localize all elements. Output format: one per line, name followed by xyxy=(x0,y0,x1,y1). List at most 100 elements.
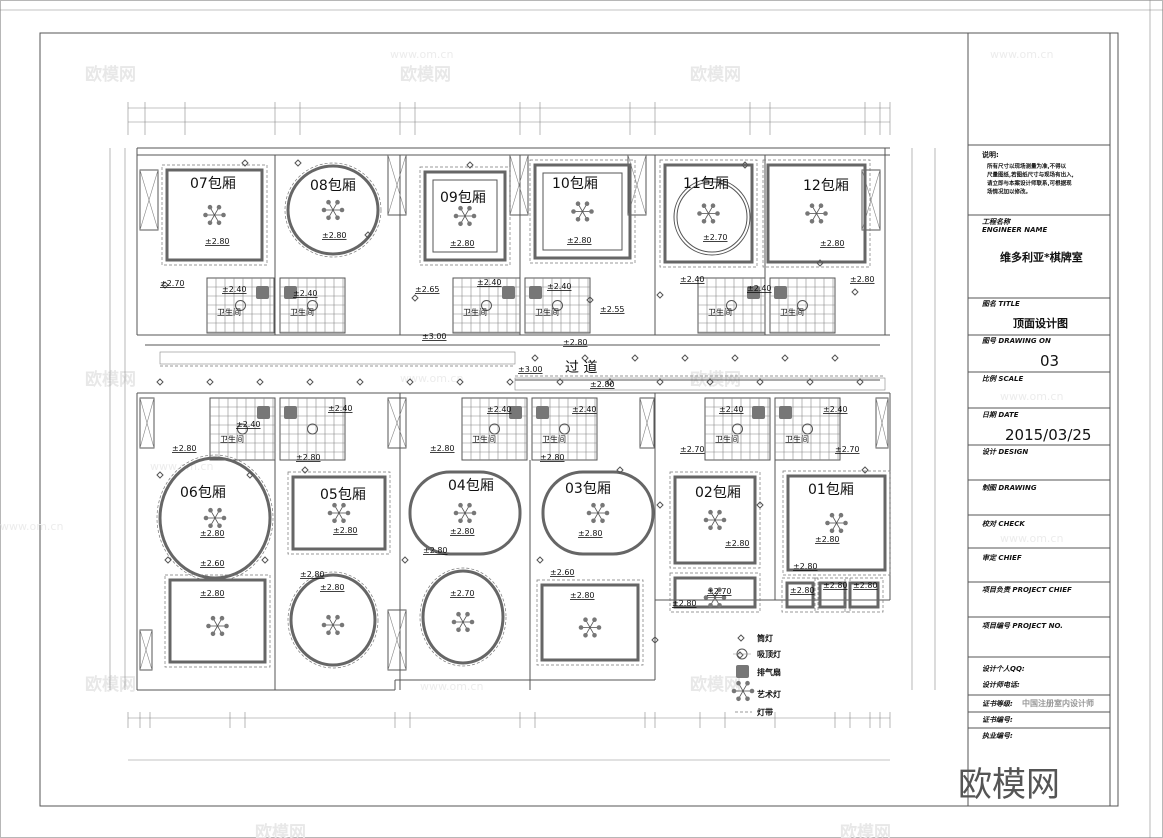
downlight-icon xyxy=(156,471,164,479)
downlight-shape xyxy=(294,159,302,167)
watermark-logo: 欧模网 xyxy=(690,674,741,695)
exhaust-fan-icon xyxy=(502,286,515,299)
qq-label: 设计个人QQ: xyxy=(982,664,1025,673)
downlight-shape xyxy=(161,281,169,289)
ceiling-outline xyxy=(541,470,655,556)
downlight-shape xyxy=(631,354,639,362)
downlight-shape xyxy=(256,378,264,386)
bathroom-label: 卫生间 xyxy=(780,307,804,317)
art-lamp-bulb xyxy=(823,211,828,216)
inner-ceiling xyxy=(542,172,623,251)
watermark-logo: 欧模网 xyxy=(255,822,306,838)
art-lamp-bulb xyxy=(206,623,211,629)
art-lamp-bulb xyxy=(216,204,222,210)
shaft xyxy=(639,397,655,449)
shaft-box xyxy=(139,397,155,449)
art-lamp-bulb xyxy=(584,201,590,207)
art-lamp-bulb xyxy=(341,502,346,508)
room-label: 01包厢 xyxy=(808,482,854,498)
art-lamp-bulb xyxy=(578,625,584,630)
ceiling-outline xyxy=(165,168,264,262)
art-lamp-bulb xyxy=(710,203,716,209)
downlight-icon xyxy=(556,378,564,386)
elevation-mark: ±2.40 xyxy=(293,289,318,298)
downlight-icon xyxy=(261,556,269,564)
shaft-cross xyxy=(509,154,529,216)
downlight-shape xyxy=(736,651,744,659)
downlight-icon xyxy=(531,354,539,362)
elevation-mark: ±2.40 xyxy=(680,275,705,284)
private-room: 05包厢±2.80 xyxy=(287,471,391,555)
art-lamp-bulb xyxy=(586,510,592,516)
elevation-mark: ±2.55 xyxy=(600,305,625,314)
shaft-box xyxy=(875,397,889,449)
bathroom-label: 卫生间 xyxy=(220,434,244,444)
watermark-url: www.om.cn xyxy=(420,680,483,693)
art-lamp-bulb xyxy=(458,518,463,524)
room-elevation: ±2.80 xyxy=(815,535,840,544)
notes-line: 尺量图纸,若图纸尺寸与现场有出入, xyxy=(987,171,1074,179)
art-lamp-bulb xyxy=(453,213,459,219)
bathroom-label: 卫生间 xyxy=(708,307,732,317)
exhaust-fan-icon xyxy=(257,406,270,419)
downlight-icon xyxy=(356,378,364,386)
art-lamp-bulb xyxy=(717,525,722,531)
art-lamp-bulb xyxy=(467,502,472,508)
downlight-icon xyxy=(861,466,869,474)
ceiling-light-icon xyxy=(552,300,563,311)
private-room: 01包厢 ±2.80 xyxy=(782,470,891,576)
exhaust-fan-icon xyxy=(779,406,792,419)
art-lamp-bulb xyxy=(210,631,216,637)
watermark-url: www.om.cn xyxy=(390,48,453,61)
art-lamp-bulb xyxy=(749,688,755,694)
elevation-mark: ±2.80 xyxy=(200,589,225,598)
watermark-url: www.om.cn xyxy=(400,372,463,385)
bathroom-outline xyxy=(279,277,346,334)
art-lamp-bulb xyxy=(219,631,225,637)
bathroom-label: 卫生间 xyxy=(472,434,496,444)
art-lamp-bulb xyxy=(335,614,340,620)
drawing-label: 制图 DRAWING xyxy=(982,483,1037,492)
notes-line: 场情况加以修改。 xyxy=(987,188,1031,196)
light-strip xyxy=(781,577,819,613)
elevation-mark: ±2.80 xyxy=(823,581,848,590)
exhaust-fan-icon xyxy=(256,286,269,299)
downlight-icon xyxy=(246,471,254,479)
ceiling-light-icon xyxy=(307,423,318,435)
downlight-shape xyxy=(301,466,309,474)
art-lamp-bulb xyxy=(583,632,588,638)
downlight-icon xyxy=(411,294,419,302)
light-strip xyxy=(762,159,871,268)
bathroom xyxy=(279,397,346,461)
art-lamp-bulb xyxy=(829,512,835,518)
exhaust-fan-icon xyxy=(284,286,297,299)
ceiling-outline xyxy=(673,576,757,609)
light-strip xyxy=(284,162,382,258)
shaft xyxy=(387,154,407,216)
bathroom-outline xyxy=(206,277,275,334)
legend-label: 排气扇 xyxy=(757,667,781,677)
phone-label: 设计师电话: xyxy=(982,680,1020,689)
room-elevation: ±2.80 xyxy=(333,526,358,535)
downlight-icon xyxy=(456,378,464,386)
downlight-icon xyxy=(831,354,839,362)
art-lamp-bulb xyxy=(208,523,213,529)
downlight-icon xyxy=(706,378,714,386)
art-lamp-bulb xyxy=(221,212,226,218)
art-lamp-bulb xyxy=(592,617,597,623)
light-fixtures xyxy=(156,159,869,659)
elevation-mark: ±3.00 xyxy=(422,332,447,341)
art-lamp-bulb xyxy=(600,518,605,524)
downlight-shape xyxy=(651,636,659,644)
art-lamp-bulb xyxy=(715,211,720,216)
room-elevation: ±2.80 xyxy=(725,539,750,548)
bathroom: 卫生间 xyxy=(452,277,521,334)
downlight-shape xyxy=(364,231,372,239)
title-label: 图名 TITLE xyxy=(982,299,1020,308)
room-elevation: ±2.80 xyxy=(200,529,225,538)
bathroom: 卫生间 xyxy=(704,397,771,461)
number-label: 图号 DRAWING ON xyxy=(982,337,1051,345)
cert-no-label: 证书编号: xyxy=(982,715,1013,724)
art-lamp-bulb xyxy=(321,207,327,213)
art-lamp-bulb xyxy=(339,622,345,628)
